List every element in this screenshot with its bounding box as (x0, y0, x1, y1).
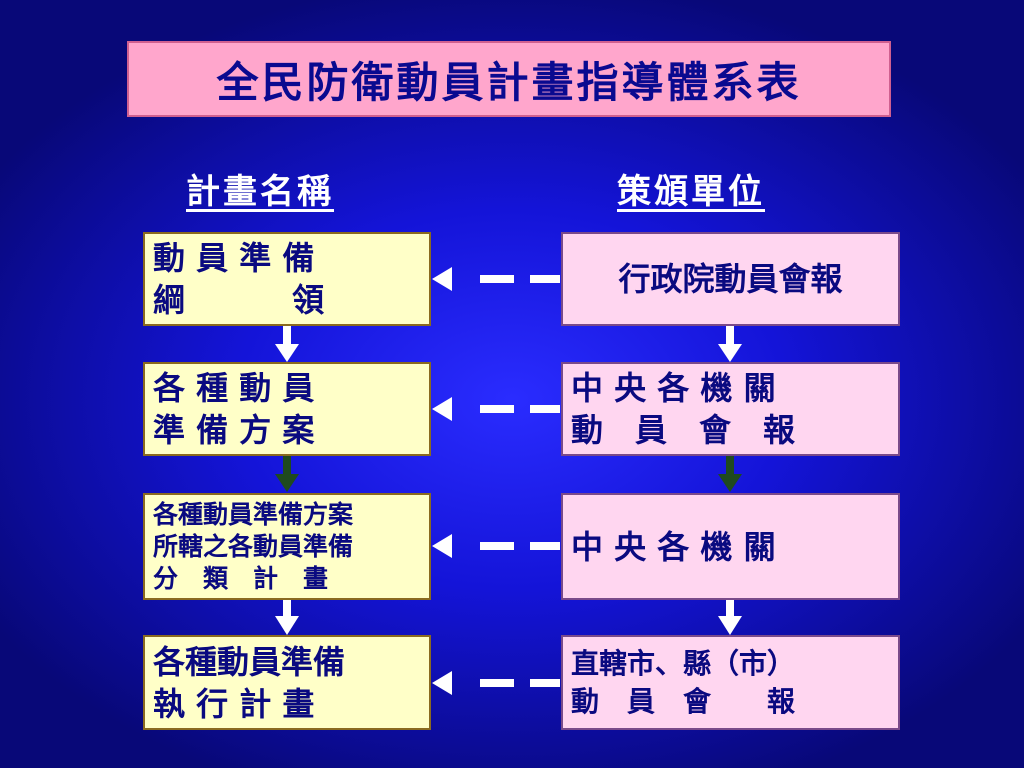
dashed-left-arrow (432, 534, 560, 558)
unit-box-line: 動 員 會 報 (571, 411, 796, 449)
unit-box-local-governments: 直轄市、縣（市） 動 員 會 報 (561, 635, 900, 730)
plan-box-execution-plans: 各種動員準備 執 行 計 畫 (143, 635, 431, 730)
down-arrow (275, 600, 299, 635)
plan-box-line: 準 備 方 案 (153, 411, 315, 449)
unit-box-line: 中 央 各 機 關 (571, 527, 776, 566)
plan-box-line: 各種動員準備方案 (153, 499, 354, 529)
dashed-left-arrow (432, 397, 560, 421)
plan-box-line: 分 類 計 畫 (153, 563, 329, 593)
plan-box-category-plans: 各種動員準備方案 所轄之各動員準備 分 類 計 畫 (143, 493, 431, 600)
down-arrow (275, 456, 299, 492)
dashed-left-arrow (432, 671, 560, 695)
plan-box-line: 動 員 準 備 (153, 239, 315, 277)
down-arrow (718, 456, 742, 492)
down-arrow (718, 326, 742, 362)
diagram-title: 全民防衛動員計畫指導體系表 (127, 41, 891, 117)
dashed-left-arrow (432, 267, 560, 291)
plan-box-mobilization-programs: 各 種 動 員 準 備 方 案 (143, 362, 431, 456)
unit-box-executive-yuan: 行政院動員會報 (561, 232, 900, 326)
plan-box-line: 所轄之各動員準備 (153, 531, 354, 561)
unit-box-central-agencies: 中 央 各 機 關 (561, 493, 900, 600)
plan-box-line: 各 種 動 員 (153, 369, 315, 407)
heading-issuing-unit: 策頒單位 (617, 172, 765, 212)
unit-box-line: 直轄市、縣（市） (571, 646, 796, 680)
unit-box-central-agencies-meeting: 中 央 各 機 關 動 員 會 報 (561, 362, 900, 456)
unit-box-line: 中 央 各 機 關 (571, 369, 776, 407)
unit-box-line: 動 員 會 報 (571, 684, 796, 718)
plan-box-line: 各種動員準備 (153, 642, 346, 681)
heading-plan-name: 計畫名稱 (186, 172, 334, 212)
down-arrow (275, 326, 299, 362)
plan-box-line: 綱 領 (153, 281, 325, 319)
plan-box-line: 執 行 計 畫 (153, 684, 315, 723)
unit-box-line: 行政院動員會報 (618, 260, 843, 298)
plan-box-mobilization-outline: 動 員 準 備 綱 領 (143, 232, 431, 326)
down-arrow (718, 600, 742, 635)
